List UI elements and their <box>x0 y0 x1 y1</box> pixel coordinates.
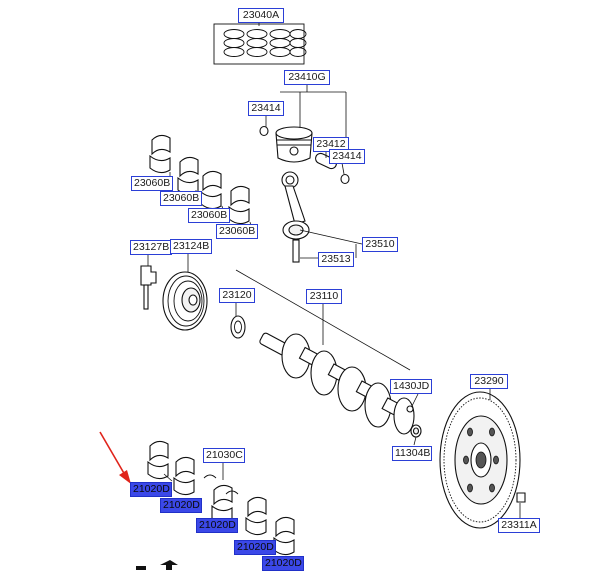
label-1430JD[interactable]: 1430JD <box>390 379 432 394</box>
label-23060B-1[interactable]: 23060B <box>131 176 173 191</box>
label-21020D-5-highlighted[interactable]: 21020D <box>262 556 304 571</box>
label-23414-right[interactable]: 23414 <box>329 149 365 164</box>
label-23127B[interactable]: 23127B <box>130 240 172 255</box>
pilot-bushing <box>410 424 422 438</box>
label-23060B-2[interactable]: 23060B <box>160 191 202 206</box>
label-23311A[interactable]: 23311A <box>498 518 540 533</box>
crank-sprocket <box>230 315 246 339</box>
label-21020D-3-highlighted[interactable]: 21020D <box>196 518 238 533</box>
label-21020D-4-highlighted[interactable]: 21020D <box>234 540 276 555</box>
label-21030C[interactable]: 21030C <box>203 448 245 463</box>
label-23060B-3[interactable]: 23060B <box>188 208 230 223</box>
connecting-rod <box>281 171 310 263</box>
label-23120[interactable]: 23120 <box>219 288 255 303</box>
damper-pulley <box>140 265 208 331</box>
label-21020D-1-highlighted[interactable]: 21020D <box>130 482 172 497</box>
label-23060B-4[interactable]: 23060B <box>216 224 258 239</box>
label-23110[interactable]: 23110 <box>306 289 342 304</box>
label-23513[interactable]: 23513 <box>318 252 354 267</box>
label-23040A[interactable]: 23040A <box>238 8 284 23</box>
front-direction-icon <box>136 560 178 570</box>
label-23290[interactable]: 23290 <box>470 374 508 389</box>
label-23124B[interactable]: 23124B <box>170 239 212 254</box>
piston-assembly <box>259 125 350 185</box>
flywheel <box>439 391 526 529</box>
red-indicator-arrow <box>99 431 131 484</box>
crankshaft <box>259 332 415 435</box>
label-23510[interactable]: 23510 <box>362 237 398 252</box>
label-11304B[interactable]: 11304B <box>392 446 432 461</box>
label-23414-left[interactable]: 23414 <box>248 101 284 116</box>
label-23410G[interactable]: 23410G <box>284 70 330 85</box>
piston-ring-set <box>213 23 307 65</box>
label-21020D-2-highlighted[interactable]: 21020D <box>160 498 202 513</box>
